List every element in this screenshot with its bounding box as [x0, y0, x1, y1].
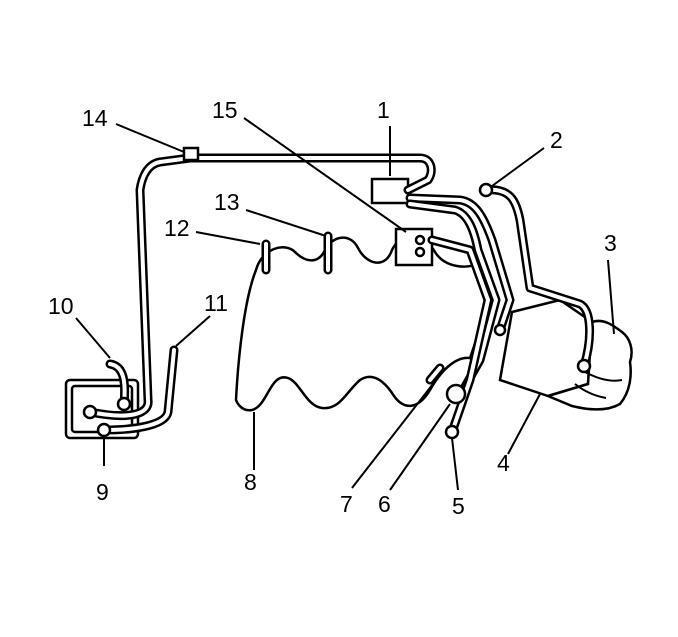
vacuum-hoses [85, 153, 595, 437]
port-15b [414, 246, 426, 258]
port-9 [96, 422, 112, 438]
port-4a [493, 323, 507, 337]
port-5 [444, 424, 460, 440]
vacuum-source-box [370, 177, 410, 205]
callout-5: 5 [452, 493, 465, 519]
port-15a [414, 234, 426, 246]
fitting-14 [182, 146, 200, 162]
port-3 [576, 358, 592, 374]
throttle-body [498, 298, 633, 411]
callout-2: 2 [550, 127, 563, 153]
callout-9: 9 [96, 479, 109, 505]
callout-6: 6 [378, 491, 391, 517]
port-6 [445, 383, 467, 405]
callout-15: 15 [212, 97, 238, 123]
port-10 [116, 396, 132, 412]
leader-lines [75, 117, 615, 491]
callout-1: 1 [377, 97, 390, 123]
callout-3: 3 [604, 230, 617, 256]
callout-4: 4 [497, 450, 510, 476]
manifold-fitting [394, 227, 434, 267]
intake-manifold [234, 236, 492, 412]
callout-11: 11 [204, 290, 228, 316]
callout-12: 12 [164, 215, 190, 241]
callout-10: 10 [48, 293, 74, 319]
port-left [82, 404, 98, 420]
callout-14: 14 [82, 105, 108, 131]
callout-13: 13 [214, 189, 240, 215]
callout-8: 8 [244, 469, 257, 495]
callout-7: 7 [340, 491, 353, 517]
port-2 [478, 182, 494, 198]
